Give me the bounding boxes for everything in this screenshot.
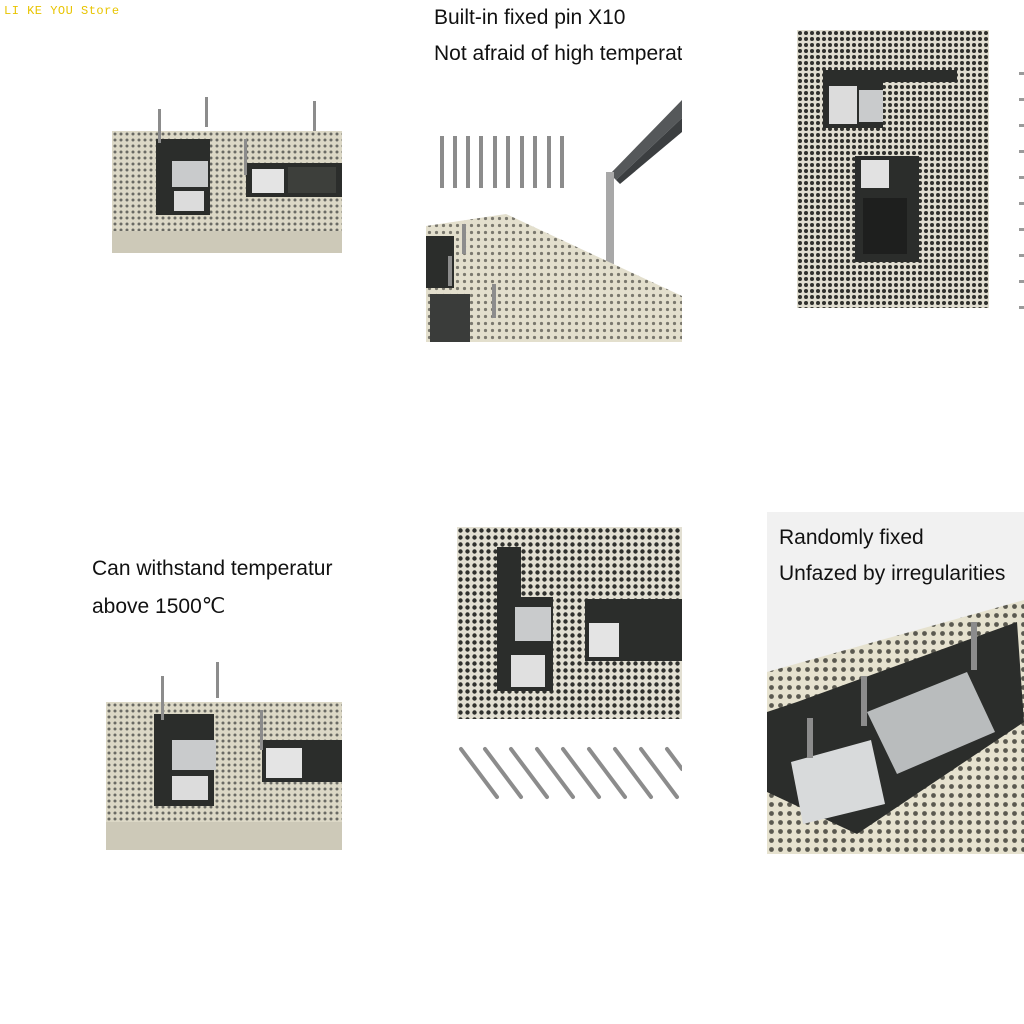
product-image-mat-temperature — [106, 660, 342, 850]
caption-randomly-fixed: Randomly fixed — [779, 526, 924, 549]
caption-temperature-value: above 1500℃ — [92, 595, 226, 618]
caption-fixed-pin: Built-in fixed pin X10 — [434, 6, 626, 29]
product-image-partial-right — [1016, 70, 1024, 314]
store-watermark: LI KE YOU Store — [4, 4, 120, 18]
caption-withstand-temperature: Can withstand temperatur — [92, 557, 333, 580]
caption-irregularities: Unfazed by irregularities — [779, 562, 1006, 585]
product-image-mat-boards-dark — [797, 30, 989, 308]
product-image-mat-front — [112, 95, 342, 255]
product-image-mat-boards-pins — [457, 527, 682, 807]
product-image-pins-tweezers — [426, 96, 682, 342]
product-image-random-fixed: Randomly fixed Unfazed by irregularities — [767, 512, 1024, 854]
caption-high-temperature: Not afraid of high temperat — [434, 42, 682, 65]
